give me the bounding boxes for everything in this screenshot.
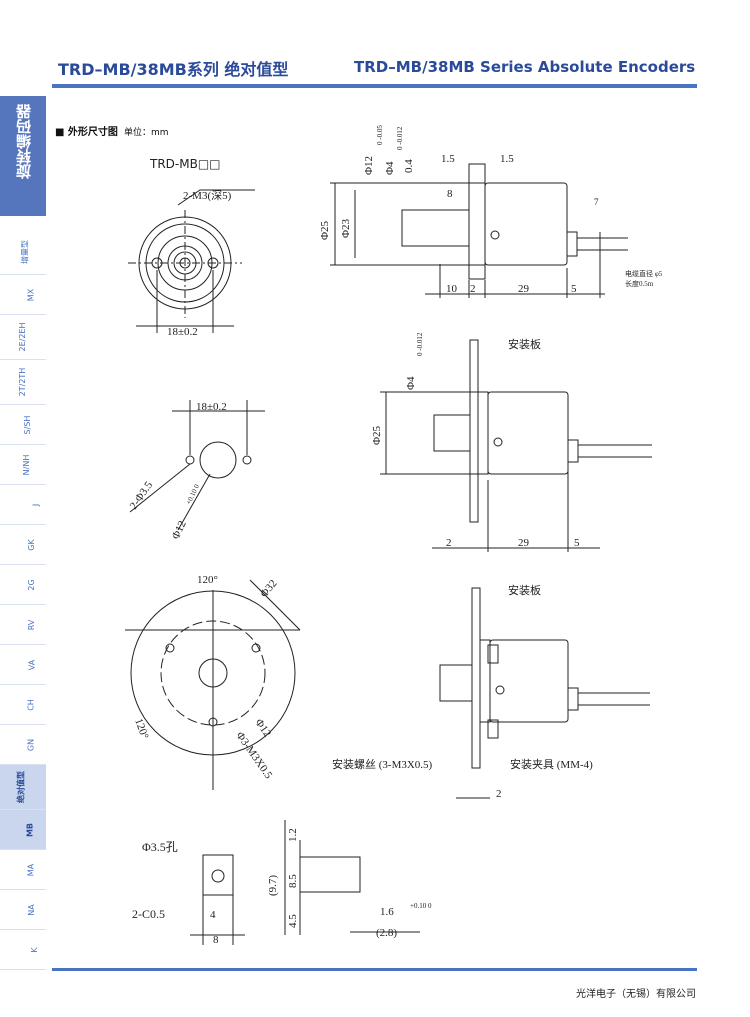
mount-hole-view bbox=[129, 400, 265, 531]
page-title-en: TRD–MB/38MB Series Absolute Encoders bbox=[354, 58, 696, 76]
angle120-label: 120° bbox=[197, 574, 218, 586]
footer-rule bbox=[52, 968, 697, 971]
d15a-label: 1.5 bbox=[441, 153, 455, 165]
pitch-label-2: 18±0.2 bbox=[196, 401, 227, 413]
front-screws-label: 2-M3(深5) bbox=[183, 189, 232, 202]
tab-gn[interactable]: GN bbox=[0, 725, 46, 765]
dia4-label-2: Φ4 bbox=[405, 376, 417, 390]
d85-label: 8.5 bbox=[287, 874, 299, 888]
tab-ma[interactable]: MA bbox=[0, 850, 46, 890]
dia23-label: Φ23 bbox=[340, 218, 352, 238]
dia25-label-2: Φ25 bbox=[371, 425, 383, 445]
unit-label: 单位：mm bbox=[123, 128, 169, 138]
tab-mb[interactable]: MB bbox=[0, 810, 46, 850]
d45-label: 4.5 bbox=[287, 914, 299, 928]
bolt-circle-view bbox=[125, 579, 301, 790]
tab-2t[interactable]: 2T/2TH bbox=[0, 360, 46, 405]
tab-k[interactable]: K bbox=[0, 930, 46, 970]
d16-tol-label: +0.10 0 bbox=[410, 902, 432, 910]
d8-label: 8 bbox=[447, 188, 453, 200]
tab-2g[interactable]: 2G bbox=[0, 565, 46, 605]
dia4-label: Φ4 bbox=[384, 161, 396, 175]
d12-label: 1.2 bbox=[287, 828, 299, 842]
front-view bbox=[128, 189, 255, 333]
d5-label-2: 5 bbox=[574, 537, 580, 549]
hole35-label: Φ3.5孔 bbox=[142, 840, 178, 854]
d5-label: 5 bbox=[571, 283, 577, 295]
tab-ch[interactable]: CH bbox=[0, 685, 46, 725]
mount-plate-label: 安装板 bbox=[508, 337, 541, 351]
d10-label: 10 bbox=[446, 283, 458, 295]
dia12-tol-label: 0 -0.05 bbox=[376, 125, 384, 145]
d04-label: 0.4 bbox=[403, 159, 415, 173]
pitch-label: 18±0.2 bbox=[167, 326, 198, 338]
d29-label: 29 bbox=[518, 283, 530, 295]
d2-label-3: 2 bbox=[496, 788, 502, 800]
chamfer-label: 2-C0.5 bbox=[132, 907, 165, 921]
tab-na[interactable]: NA bbox=[0, 890, 46, 930]
footer-company: 光洋电子（无锡）有限公司 bbox=[576, 989, 696, 1000]
d8b-label: 8 bbox=[213, 934, 219, 946]
cable-len-label: 长度0.5m bbox=[625, 279, 654, 288]
page-title-cn: TRD–MB/38MB系列 绝对值型 bbox=[58, 60, 289, 79]
tab-gk[interactable]: GK bbox=[0, 525, 46, 565]
model-label: TRD-MB□□ bbox=[150, 157, 221, 171]
cable-dia-label: 电缆直径 φ5 bbox=[625, 269, 663, 278]
tab-mx[interactable]: MX bbox=[0, 275, 46, 315]
section-title: ■ 外形尺寸图单位：mm bbox=[55, 127, 169, 138]
d15b-label: 1.5 bbox=[500, 153, 514, 165]
dia4-tol-label-2: 0 -0.012 bbox=[416, 332, 424, 356]
mount-screw-label: 安装螺丝 (3-M3X0.5) bbox=[332, 757, 433, 771]
dia12b-label: Φ12 bbox=[253, 717, 274, 739]
d16-label: 1.6 bbox=[380, 906, 394, 918]
tab-j[interactable]: J bbox=[0, 485, 46, 525]
sidebar-tabs: 增量型 MX 2E/2EH 2T/2TH S/SH N/NH J GK 2G R… bbox=[0, 230, 46, 970]
side-view bbox=[330, 163, 628, 298]
d2-label: 2 bbox=[470, 283, 476, 295]
tab-n[interactable]: N/NH bbox=[0, 445, 46, 485]
clamp-label: 安装夹具 (MM-4) bbox=[510, 757, 593, 771]
tab-rv[interactable]: RV bbox=[0, 605, 46, 645]
screws3-label: Φ3-M3X0.5 bbox=[234, 730, 275, 782]
side-view-plate bbox=[380, 339, 652, 552]
clamp-detail bbox=[190, 820, 420, 945]
tab-va[interactable]: VA bbox=[0, 645, 46, 685]
d97-label: (9.7) bbox=[267, 875, 279, 896]
d29-label-2: 29 bbox=[518, 537, 530, 549]
side-view-clamp bbox=[439, 587, 650, 799]
header-rule bbox=[52, 84, 697, 88]
mount-plate-label-2: 安装板 bbox=[508, 583, 541, 597]
tab-s[interactable]: S/SH bbox=[0, 405, 46, 445]
dia25-label: Φ25 bbox=[319, 220, 331, 240]
dia4-tol-label: 0 -0.012 bbox=[396, 126, 404, 150]
tab-2e[interactable]: 2E/2EH bbox=[0, 315, 46, 360]
d2-label-2: 2 bbox=[446, 537, 452, 549]
tab-absolute[interactable]: 绝对值型 bbox=[0, 765, 46, 810]
sidebar-category-block bbox=[0, 96, 46, 216]
d7-label: 7 bbox=[594, 197, 599, 207]
tab-incremental[interactable]: 增量型 bbox=[0, 230, 46, 275]
boss-dia-label: Φ12 bbox=[170, 519, 189, 541]
d4-label: 4 bbox=[210, 909, 216, 921]
angle120-label-2: 120° bbox=[132, 717, 150, 741]
dia32-label: Φ32 bbox=[258, 578, 279, 600]
d28-label: (2.8) bbox=[376, 927, 397, 939]
dia12-label: Φ12 bbox=[363, 156, 375, 175]
